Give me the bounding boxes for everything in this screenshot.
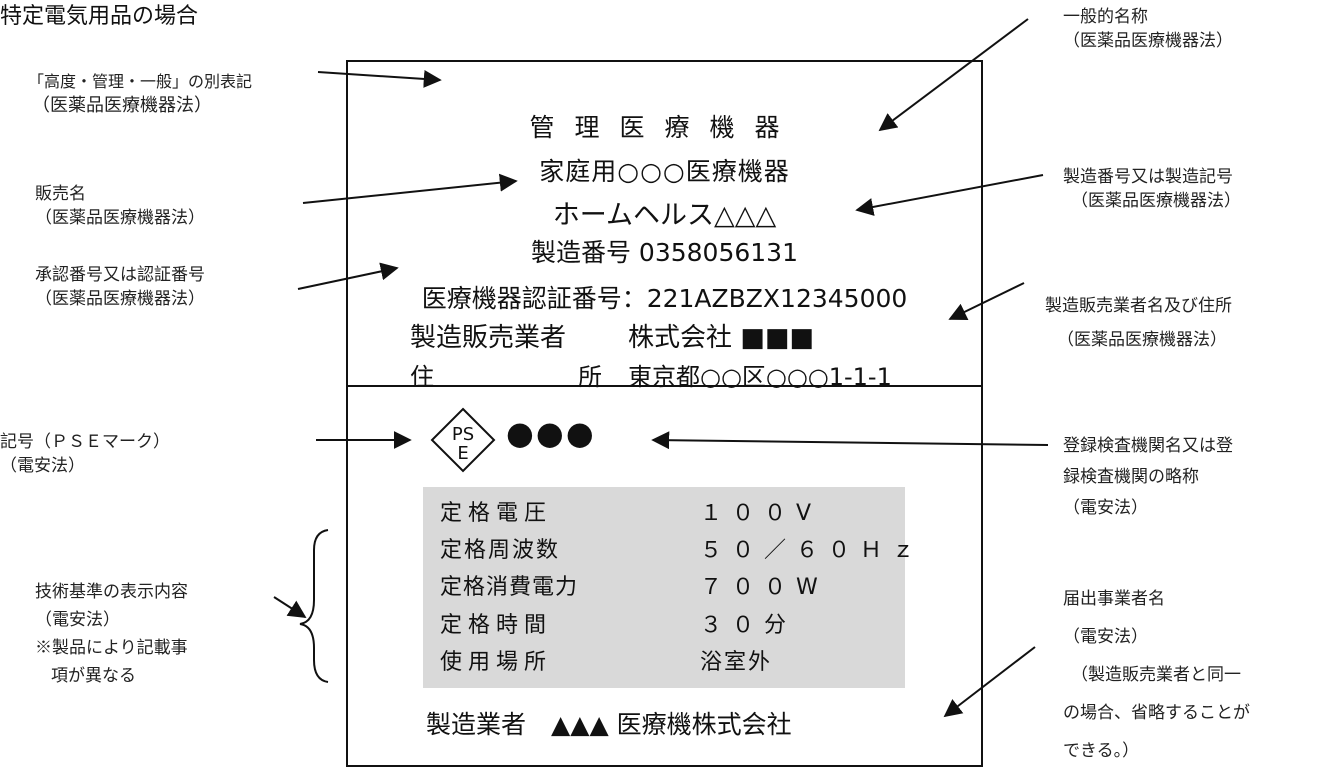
label-trade-name: ホームヘルス△△△ [552, 200, 777, 231]
note-sales-name: 販売名 （医薬品医療機器法） [35, 182, 205, 230]
note-line: 録検査機関の略称 [1063, 467, 1199, 487]
note-pse-symbol: 記号（ＰＳＥマーク） （電安法） [0, 430, 170, 478]
label-cert-number: 医療機器認証番号：221AZBZX12345000 [421, 284, 908, 313]
spec-label: 定格消費電力 [440, 575, 579, 600]
spec-value: ７００W [700, 575, 828, 600]
inspector-name: ●●● [506, 414, 596, 452]
note-line: 販売名 [35, 184, 86, 204]
arrow-generic [878, 18, 1029, 132]
arrow-inspector [651, 431, 1049, 450]
note-line: （製造販売業者と同一 [1071, 665, 1241, 685]
arrow-serial [855, 174, 1044, 216]
label-addr-char-1: 住 [410, 363, 434, 391]
spec-value: 浴室外 [700, 650, 773, 675]
note-line: 製造番号又は製造記号 [1063, 167, 1233, 187]
pse-bottom-text: E [457, 443, 468, 464]
label-mfr-value: 株式会社 ■■■ [628, 323, 814, 353]
note-class-alias: 「高度・管理・一般」の別表記 （医薬品医療機器法） [28, 70, 252, 118]
note-inspector: 登録検査機関名又は登 録検査機関の略称 （電安法） [1063, 431, 1233, 524]
spec-label: 定格時間 [440, 613, 553, 638]
note-line: （電安法） [1063, 498, 1148, 518]
note-line: （電安法） [0, 456, 85, 476]
label-box [346, 60, 983, 767]
spec-value: ３０分 [700, 613, 797, 638]
note-approval: 承認番号又は認証番号 （医薬品医療機器法） [35, 263, 205, 311]
label-category: 管理医療機器 [529, 113, 800, 142]
page-title: 特定電気用品の場合 [0, 4, 199, 29]
pse-top-text: PS [452, 424, 474, 445]
note-mfr: 製造販売業者名及び住所 （医薬品医療機器法） [1045, 289, 1232, 357]
note-line: 製造販売業者名及び住所 [1045, 296, 1232, 316]
arrow-approval [297, 262, 399, 290]
label-generic-name: 家庭用○○○医療機器 [539, 157, 790, 186]
spec-panel [423, 487, 905, 688]
note-line: （医薬品医療機器法） [35, 289, 205, 309]
spec-label: 定格電圧 [440, 501, 553, 526]
note-line: ※製品により記載事 [35, 638, 188, 658]
label-addr-value: 東京都○○区○○○1-1-1 [628, 363, 892, 391]
spec-label: 使用場所 [440, 650, 553, 675]
note-line: 登録検査機関名又は登 [1063, 436, 1233, 456]
note-line: 承認番号又は認証番号 [35, 265, 205, 285]
note-line: 項が異なる [51, 666, 136, 686]
label-addr-char-2: 所 [578, 363, 602, 391]
label-maker: 製造業者 ▲▲▲ 医療機株式会社 [426, 710, 792, 739]
arrow-notifier [943, 646, 1036, 718]
note-line: （医薬品医療機器法） [1071, 191, 1241, 211]
note-line: （医薬品医療機器法） [35, 208, 205, 228]
note-line: （医薬品医療機器法） [32, 95, 212, 116]
arrow-class-alias [317, 69, 442, 88]
note-generic: 一般的名称 （医薬品医療機器法） [1063, 5, 1233, 53]
note-line: できる。） [1063, 741, 1140, 761]
pse-mark-icon: PS E [430, 407, 496, 473]
note-line: 記号（ＰＳＥマーク） [0, 432, 170, 452]
note-serial: 製造番号又は製造記号 （医薬品医療機器法） [1063, 165, 1241, 213]
arrow-sales-name [302, 173, 518, 204]
note-line: 「高度・管理・一般」の別表記 [28, 72, 253, 91]
spec-label: 定格周波数 [440, 538, 561, 563]
spec-value: ５０／６０Ｈｚ [700, 538, 925, 563]
label-mfr-title: 製造販売業者 [410, 323, 567, 353]
note-notifier: 届出事業者名 （電安法） （製造販売業者と同一 の場合、省略することが できる。… [1063, 580, 1250, 770]
note-line: （電安法） [1063, 627, 1148, 647]
note-line: 届出事業者名 [1063, 589, 1165, 609]
note-line: の場合、省略することが [1063, 703, 1250, 723]
spec-value: １００V [700, 501, 822, 526]
label-serial: 製造番号 0358056131 [530, 238, 798, 267]
arrow-tech [273, 596, 307, 618]
note-tech: 技術基準の表示内容 （電安法） ※製品により記載事 項が異なる [35, 578, 188, 690]
label-divider [346, 385, 983, 387]
note-line: （電安法） [35, 610, 120, 630]
note-line: （医薬品医療機器法） [1063, 31, 1233, 51]
arrow-mfr [948, 282, 1025, 321]
note-line: 技術基準の表示内容 [35, 582, 188, 602]
note-line: 一般的名称 [1063, 7, 1148, 27]
note-line: （医薬品医療機器法） [1057, 330, 1227, 350]
brace-tech [299, 529, 329, 683]
